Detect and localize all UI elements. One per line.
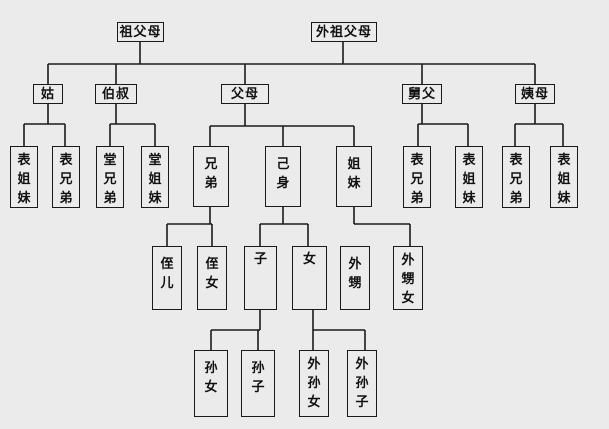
- char: 孙: [355, 376, 369, 391]
- node-sister-daughter: 外甥女: [393, 246, 423, 310]
- char: 弟: [103, 191, 117, 206]
- node-maternal-uncle: 舅父: [402, 84, 442, 104]
- char: 妹: [462, 191, 476, 206]
- char: 表: [410, 153, 424, 168]
- node-cousin-mu-brothers: 表兄弟: [403, 146, 431, 208]
- node-label: 姨母: [520, 86, 549, 102]
- char: 外: [355, 357, 369, 372]
- node-cousin-f-brothers: 表兄弟: [52, 146, 80, 208]
- char: 孙: [251, 361, 265, 376]
- char: 女: [204, 380, 218, 395]
- char: 表: [462, 153, 476, 168]
- node-sisters: 姐妹: [336, 146, 372, 207]
- char: 甥: [401, 272, 415, 287]
- char: 兄: [103, 172, 117, 187]
- char: 女: [401, 291, 415, 306]
- node-brothers: 兄弟: [193, 146, 229, 207]
- node-cousin-ma-sisters: 表姐妹: [550, 146, 578, 208]
- node-cousin-f-sisters: 表姐妹: [10, 146, 38, 208]
- char: 表: [509, 153, 523, 168]
- char: 兄: [204, 157, 218, 172]
- node-daughter: 女: [292, 246, 327, 310]
- char: 孙: [204, 361, 218, 376]
- node-self: 己身: [265, 146, 301, 207]
- node-label: 姑: [40, 86, 55, 102]
- char: 子: [251, 380, 265, 395]
- node-granddaughter: 孙女: [194, 350, 228, 417]
- node-uncle: 伯叔: [95, 84, 137, 104]
- char: 妹: [148, 191, 162, 206]
- char: 儿: [160, 276, 174, 291]
- node-aunt: 姑: [33, 84, 63, 104]
- node-label: 伯叔: [101, 86, 130, 102]
- node-label: 父母: [230, 86, 259, 102]
- char: 堂: [103, 153, 117, 168]
- node-label: 外祖父母: [315, 24, 372, 40]
- char: 侄: [205, 257, 219, 272]
- char: 弟: [509, 191, 523, 206]
- node-cousin-ma-brothers: 表兄弟: [502, 146, 530, 208]
- char: 外: [307, 357, 321, 372]
- node-son: 子: [244, 246, 277, 310]
- node-cousin-mu-sisters: 表姐妹: [455, 146, 483, 208]
- char: 妹: [347, 176, 361, 191]
- char: 甥: [348, 276, 362, 291]
- char: 女: [205, 276, 219, 291]
- node-cousin-p-sisters: 堂姐妹: [141, 146, 169, 208]
- node-grandson: 孙子: [241, 350, 275, 417]
- node-cousin-p-brothers: 堂兄弟: [96, 146, 124, 208]
- char: 堂: [148, 153, 162, 168]
- char: 外: [348, 257, 362, 272]
- node-maternal-grandparents: 外祖父母: [311, 22, 377, 42]
- node-ext-grandson: 外孙子: [347, 350, 377, 417]
- node-niece: 侄女: [197, 246, 227, 310]
- char: 兄: [509, 172, 523, 187]
- char: 弟: [204, 176, 218, 191]
- char: 妹: [557, 191, 571, 206]
- char: 兄: [59, 172, 73, 187]
- char: 姐: [17, 172, 31, 187]
- node-maternal-aunt: 姨母: [515, 84, 555, 104]
- char: 女: [307, 395, 321, 410]
- char: 子: [253, 252, 267, 267]
- char: 姐: [347, 157, 361, 172]
- char: 兄: [410, 172, 424, 187]
- char: 孙: [307, 376, 321, 391]
- node-label: 舅父: [407, 86, 436, 102]
- char: 弟: [410, 191, 424, 206]
- node-parents: 父母: [221, 84, 269, 104]
- node-nephew: 侄儿: [152, 246, 182, 310]
- char: 妹: [17, 191, 31, 206]
- node-ext-granddaughter: 外孙女: [299, 350, 329, 417]
- char: 姐: [148, 172, 162, 187]
- node-sister-son: 外甥: [340, 246, 370, 310]
- char: 姐: [462, 172, 476, 187]
- char: 侄: [160, 257, 174, 272]
- node-label: 祖父母: [119, 24, 162, 40]
- char: 女: [302, 252, 316, 267]
- char: 子: [355, 395, 369, 410]
- char: 身: [276, 176, 290, 191]
- char: 弟: [59, 191, 73, 206]
- char: 己: [276, 157, 290, 172]
- node-grandparents: 祖父母: [117, 22, 164, 42]
- char: 外: [401, 253, 415, 268]
- char: 表: [17, 153, 31, 168]
- char: 表: [557, 153, 571, 168]
- char: 姐: [557, 172, 571, 187]
- char: 表: [59, 153, 73, 168]
